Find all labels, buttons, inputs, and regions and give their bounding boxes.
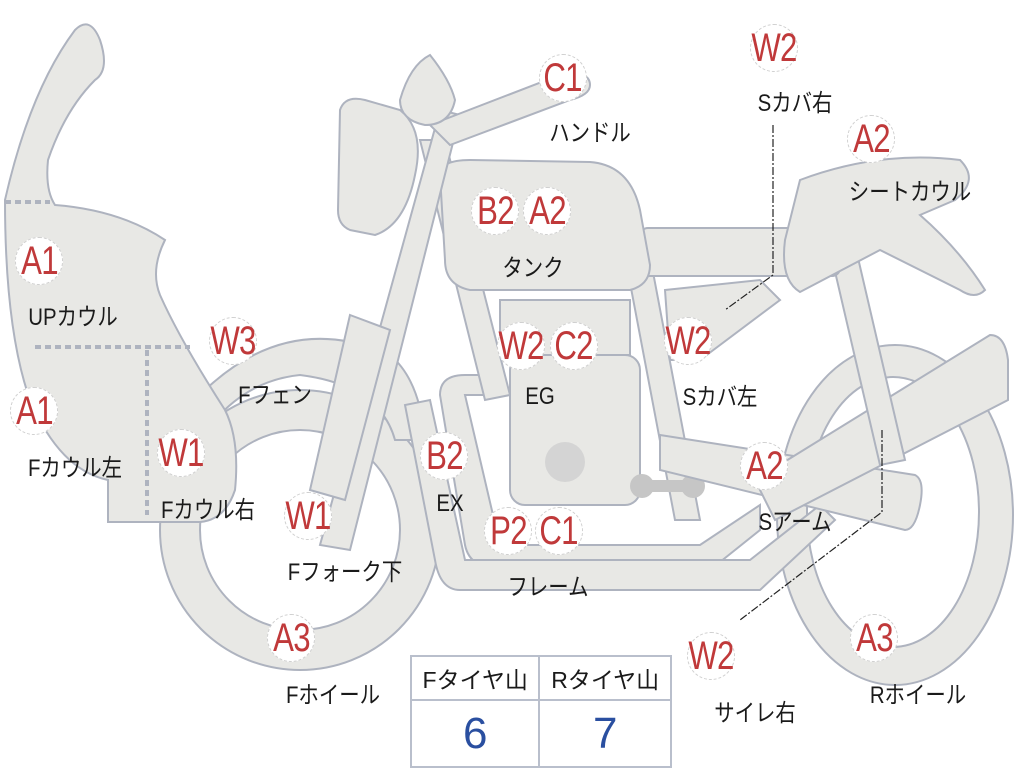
code-text: A1 (20, 239, 58, 283)
part-name: タンク (502, 255, 564, 282)
code-text: A1 (15, 389, 53, 433)
code-badge: B2 (420, 432, 468, 480)
code-text: W2 (498, 324, 544, 368)
code-text: B2 (425, 434, 463, 478)
code-badge: W2 (750, 24, 798, 72)
part-name: フレーム (507, 574, 589, 601)
code-badge: A2 (847, 115, 895, 163)
code-text: A2 (745, 444, 783, 488)
code-text: C2 (554, 324, 594, 368)
code-text: A3 (272, 616, 310, 660)
code-badge: W2 (497, 322, 545, 370)
code-text: W2 (751, 26, 797, 70)
part-name: Rホイール (869, 682, 967, 709)
part-name: Fホイール (285, 682, 381, 709)
code-badge: W3 (209, 317, 257, 365)
code-badge: A3 (850, 614, 898, 662)
code-text: C1 (543, 56, 583, 100)
code-badge: C1 (535, 507, 583, 555)
code-text: A2 (528, 189, 566, 233)
part-name: Sアーム (758, 509, 832, 536)
code-badge: A1 (15, 237, 63, 285)
headlight (336, 97, 419, 237)
leader-line-s-cover-right (724, 125, 774, 311)
rear-tire-header: Rタイヤ山 (538, 655, 672, 701)
code-text: P2 (489, 509, 527, 553)
code-text: A2 (852, 117, 890, 161)
code-badge: W2 (664, 317, 712, 365)
part-name: ハンドル (549, 120, 631, 147)
code-badge: A2 (523, 187, 571, 235)
code-badge: W1 (157, 429, 205, 477)
code-text: A3 (855, 616, 893, 660)
code-badge: C1 (539, 54, 587, 102)
code-badge: A2 (740, 442, 788, 490)
front-fairing (3, 23, 238, 523)
code-badge: W1 (284, 492, 332, 540)
part-name: Fフォーク下 (287, 559, 403, 586)
part-name: EG (525, 383, 555, 410)
code-text: W2 (688, 634, 734, 678)
part-name: UPカウル (28, 304, 118, 331)
part-name: Fカウル左 (27, 455, 123, 482)
part-name: Sカバ右 (757, 90, 833, 117)
front-tire-value: 6 (409, 699, 541, 768)
part-name: サイレ右 (714, 700, 796, 727)
code-text: W2 (665, 319, 711, 363)
code-text: W1 (158, 431, 204, 475)
code-text: B2 (476, 189, 514, 233)
code-badge: B2 (471, 187, 519, 235)
tire-tread-table: Fタイヤ山 Rタイヤ山 6 7 (409, 655, 672, 768)
code-badge: A3 (267, 614, 315, 662)
code-badge: A1 (10, 387, 58, 435)
code-text: W3 (210, 319, 256, 363)
code-text: W1 (285, 494, 331, 538)
part-name: Sカバ左 (682, 384, 758, 411)
code-badge: W2 (687, 632, 735, 680)
code-badge: C2 (550, 322, 598, 370)
part-name: Fフェン (238, 382, 312, 409)
part-name: シートカウル (848, 179, 972, 206)
part-name: EX (436, 490, 464, 517)
code-badge: P2 (484, 507, 532, 555)
seat-cowl (783, 156, 987, 296)
rear-tire-value: 7 (538, 699, 672, 768)
code-text: C1 (539, 509, 579, 553)
leader-line-silencer-right (739, 430, 883, 621)
front-tire-header: Fタイヤ山 (409, 655, 541, 701)
part-name: Fカウル右 (160, 497, 256, 524)
